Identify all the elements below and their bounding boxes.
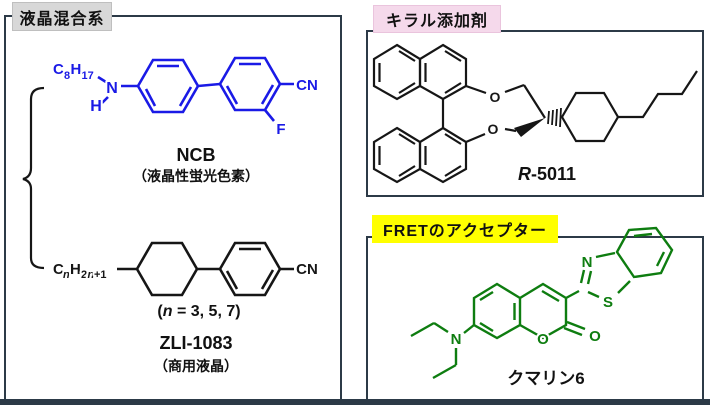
ncb-atom-f: F: [276, 121, 285, 138]
r5011-naph-l1: [372, 126, 422, 184]
zli-benzene-doubles: [225, 247, 275, 290]
ncb-ring2: [218, 56, 282, 112]
zli-alkyl-c: C: [53, 261, 64, 278]
coumarin-benzene-ring: [472, 282, 522, 340]
ncb-atom-cn: CN: [296, 77, 318, 94]
coumarin-atom-n-amine: N: [451, 331, 462, 348]
r5011-name-label: R-5011: [518, 164, 576, 185]
r5011-naph-l2: [418, 126, 468, 184]
coumarin-atom-o-ring: O: [537, 331, 549, 348]
zli-alkyl-h: H: [70, 261, 81, 278]
r5011-atom-o-bottom: O: [488, 121, 499, 137]
zli-cyclohexane: [135, 241, 199, 297]
fret-panel-title: FRETのアクセプター: [372, 215, 558, 243]
coumarin-atom-n-thiazole: N: [582, 254, 593, 271]
ncb-name-label: NCB: [176, 145, 216, 165]
r5011-bold-wedge: [514, 118, 545, 137]
coumarin6-name-label: クマリン6: [507, 369, 585, 388]
ncb-alkyl-h-sub: 17: [82, 70, 94, 82]
zli-atom-labels: C n H 2 n +1 CN: [51, 259, 320, 283]
coumarin-diethylamino-bonds: [410, 321, 475, 380]
coumarin6-structure: [410, 226, 674, 380]
benzothiazole-benzo-doubles: [633, 232, 666, 267]
r5011-naph-u1: [372, 43, 422, 101]
r5011-structure: [372, 43, 698, 184]
coumarin-pyranone-ring: [519, 282, 568, 340]
ncb-ring1: [136, 58, 200, 114]
zli-atom-cn: CN: [296, 261, 318, 278]
r5011-hashed-stereo-bond: [547, 107, 562, 128]
ncb-alkyl-c-sub: 8: [64, 70, 70, 82]
grouping-brace: [22, 86, 45, 270]
bottom-edge-bar: [0, 399, 710, 405]
r5011-name-rest: -5011: [530, 164, 577, 184]
coumarin-atom-s: S: [603, 294, 613, 311]
zli-desc-label: （商用液晶）: [154, 358, 238, 374]
ncb-bonds: [97, 75, 294, 122]
ncb-atom-labels: C 8 H 17 N H CN F: [51, 59, 320, 140]
benzothiazole-benzo-ring: [615, 226, 674, 279]
zli-alkyl-sub2: 2: [81, 269, 87, 281]
zli-nvals-open: (: [157, 303, 163, 320]
coumarin-atom-o-carbonyl: O: [589, 328, 601, 345]
coumarin-carbonyl-double: [563, 320, 586, 337]
r5011-name-r: R: [517, 164, 531, 184]
zli-name-label: ZLI-1083: [159, 333, 233, 353]
ncb-atom-n: N: [106, 80, 118, 97]
ncb-structure: [97, 56, 294, 122]
r5011-atom-labels: O O: [486, 87, 503, 139]
r5011-dioxepine-bonds: [465, 83, 546, 144]
chiral-panel-title: キラル添加剤: [373, 5, 501, 33]
coumarin-c3c4-double: [541, 289, 560, 303]
zli-nvals-n: n: [162, 303, 173, 320]
lc-panel-title: 液晶混合系: [12, 2, 112, 31]
zli-structure: [117, 241, 294, 297]
ncb-atom-h: H: [90, 98, 102, 115]
r5011-naph-u2: [418, 43, 468, 101]
ncb-desc-label: （液晶性蛍光色素）: [133, 168, 259, 184]
benzothiazole-ring-bonds: [579, 251, 631, 299]
r5011-naph-lower-doubles: [378, 133, 462, 177]
ncb-ring2-doubles: [225, 62, 275, 105]
coumarin-thiazole-link: [565, 289, 580, 300]
r5011-naph-upper-doubles: [378, 50, 462, 94]
zli-alkyl-subn: n: [88, 269, 95, 281]
r5011-atom-o-top: O: [490, 89, 501, 105]
panel-chiral-additive: [366, 30, 704, 197]
zli-alkyl-subp: +1: [94, 269, 107, 281]
zli-nvals-rest: = 3, 5, 7): [172, 303, 241, 320]
coumarin6-atom-labels: N O O N S: [449, 252, 615, 350]
r5011-cyclohexane: [560, 91, 620, 143]
ncb-alkyl-c: C: [53, 61, 64, 78]
zli-nvalues-label: (n = 3, 5, 7): [157, 303, 240, 321]
coumarin-benzene-doubles: [479, 290, 516, 333]
zli-alkyl-n: n: [63, 269, 70, 281]
ncb-alkyl-h: H: [71, 61, 82, 78]
ncb-ring1-doubles: [144, 64, 193, 107]
r5011-butyl-chain: [618, 70, 698, 119]
zli-benzene: [218, 241, 282, 297]
